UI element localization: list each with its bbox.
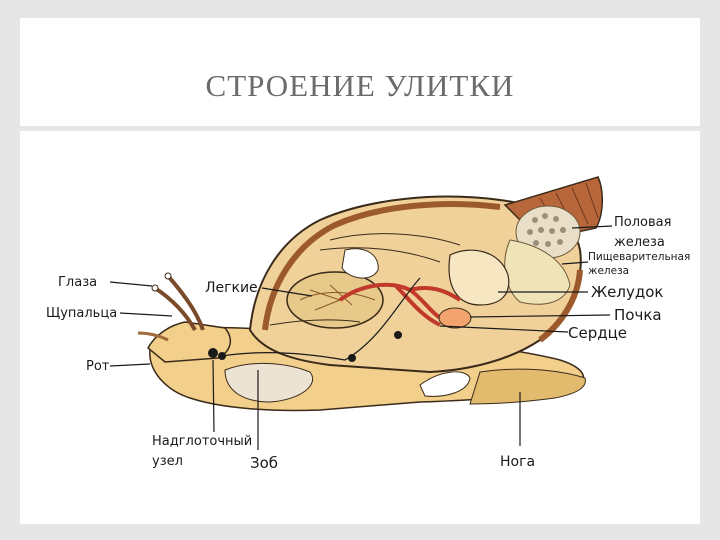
eye-right <box>165 273 171 279</box>
leader-mouth <box>110 364 150 366</box>
leader-eyes <box>110 282 152 286</box>
label-gonad-line2: железа <box>614 235 665 250</box>
leader-tentacles <box>120 313 172 316</box>
ganglion <box>208 348 218 358</box>
label-eyes: Глаза <box>58 275 97 290</box>
label-stomach: Желудок <box>591 283 663 301</box>
label-tentacles: Щупальца <box>46 306 117 321</box>
label-digestive-line1: Пищеварительная <box>588 251 690 263</box>
label-kidney: Почка <box>614 306 662 324</box>
label-gonad-line1: Половая <box>614 215 671 230</box>
label-heart: Сердце <box>568 324 627 342</box>
eye-left <box>152 285 158 291</box>
label-digestive-line2: железа <box>588 265 629 277</box>
label-crop: Зоб <box>250 454 278 472</box>
label-foot: Нога <box>500 454 535 470</box>
kidney <box>439 308 471 328</box>
label-mouth: Рот <box>86 359 110 374</box>
label-lungs: Легкие <box>205 280 258 296</box>
snail-head <box>148 322 230 362</box>
foot-texture <box>470 369 585 404</box>
upper-tentacle-left <box>155 288 195 330</box>
label-ganglion-line2: узел <box>152 454 183 469</box>
label-ganglion-line1: Надглоточный <box>152 434 252 449</box>
